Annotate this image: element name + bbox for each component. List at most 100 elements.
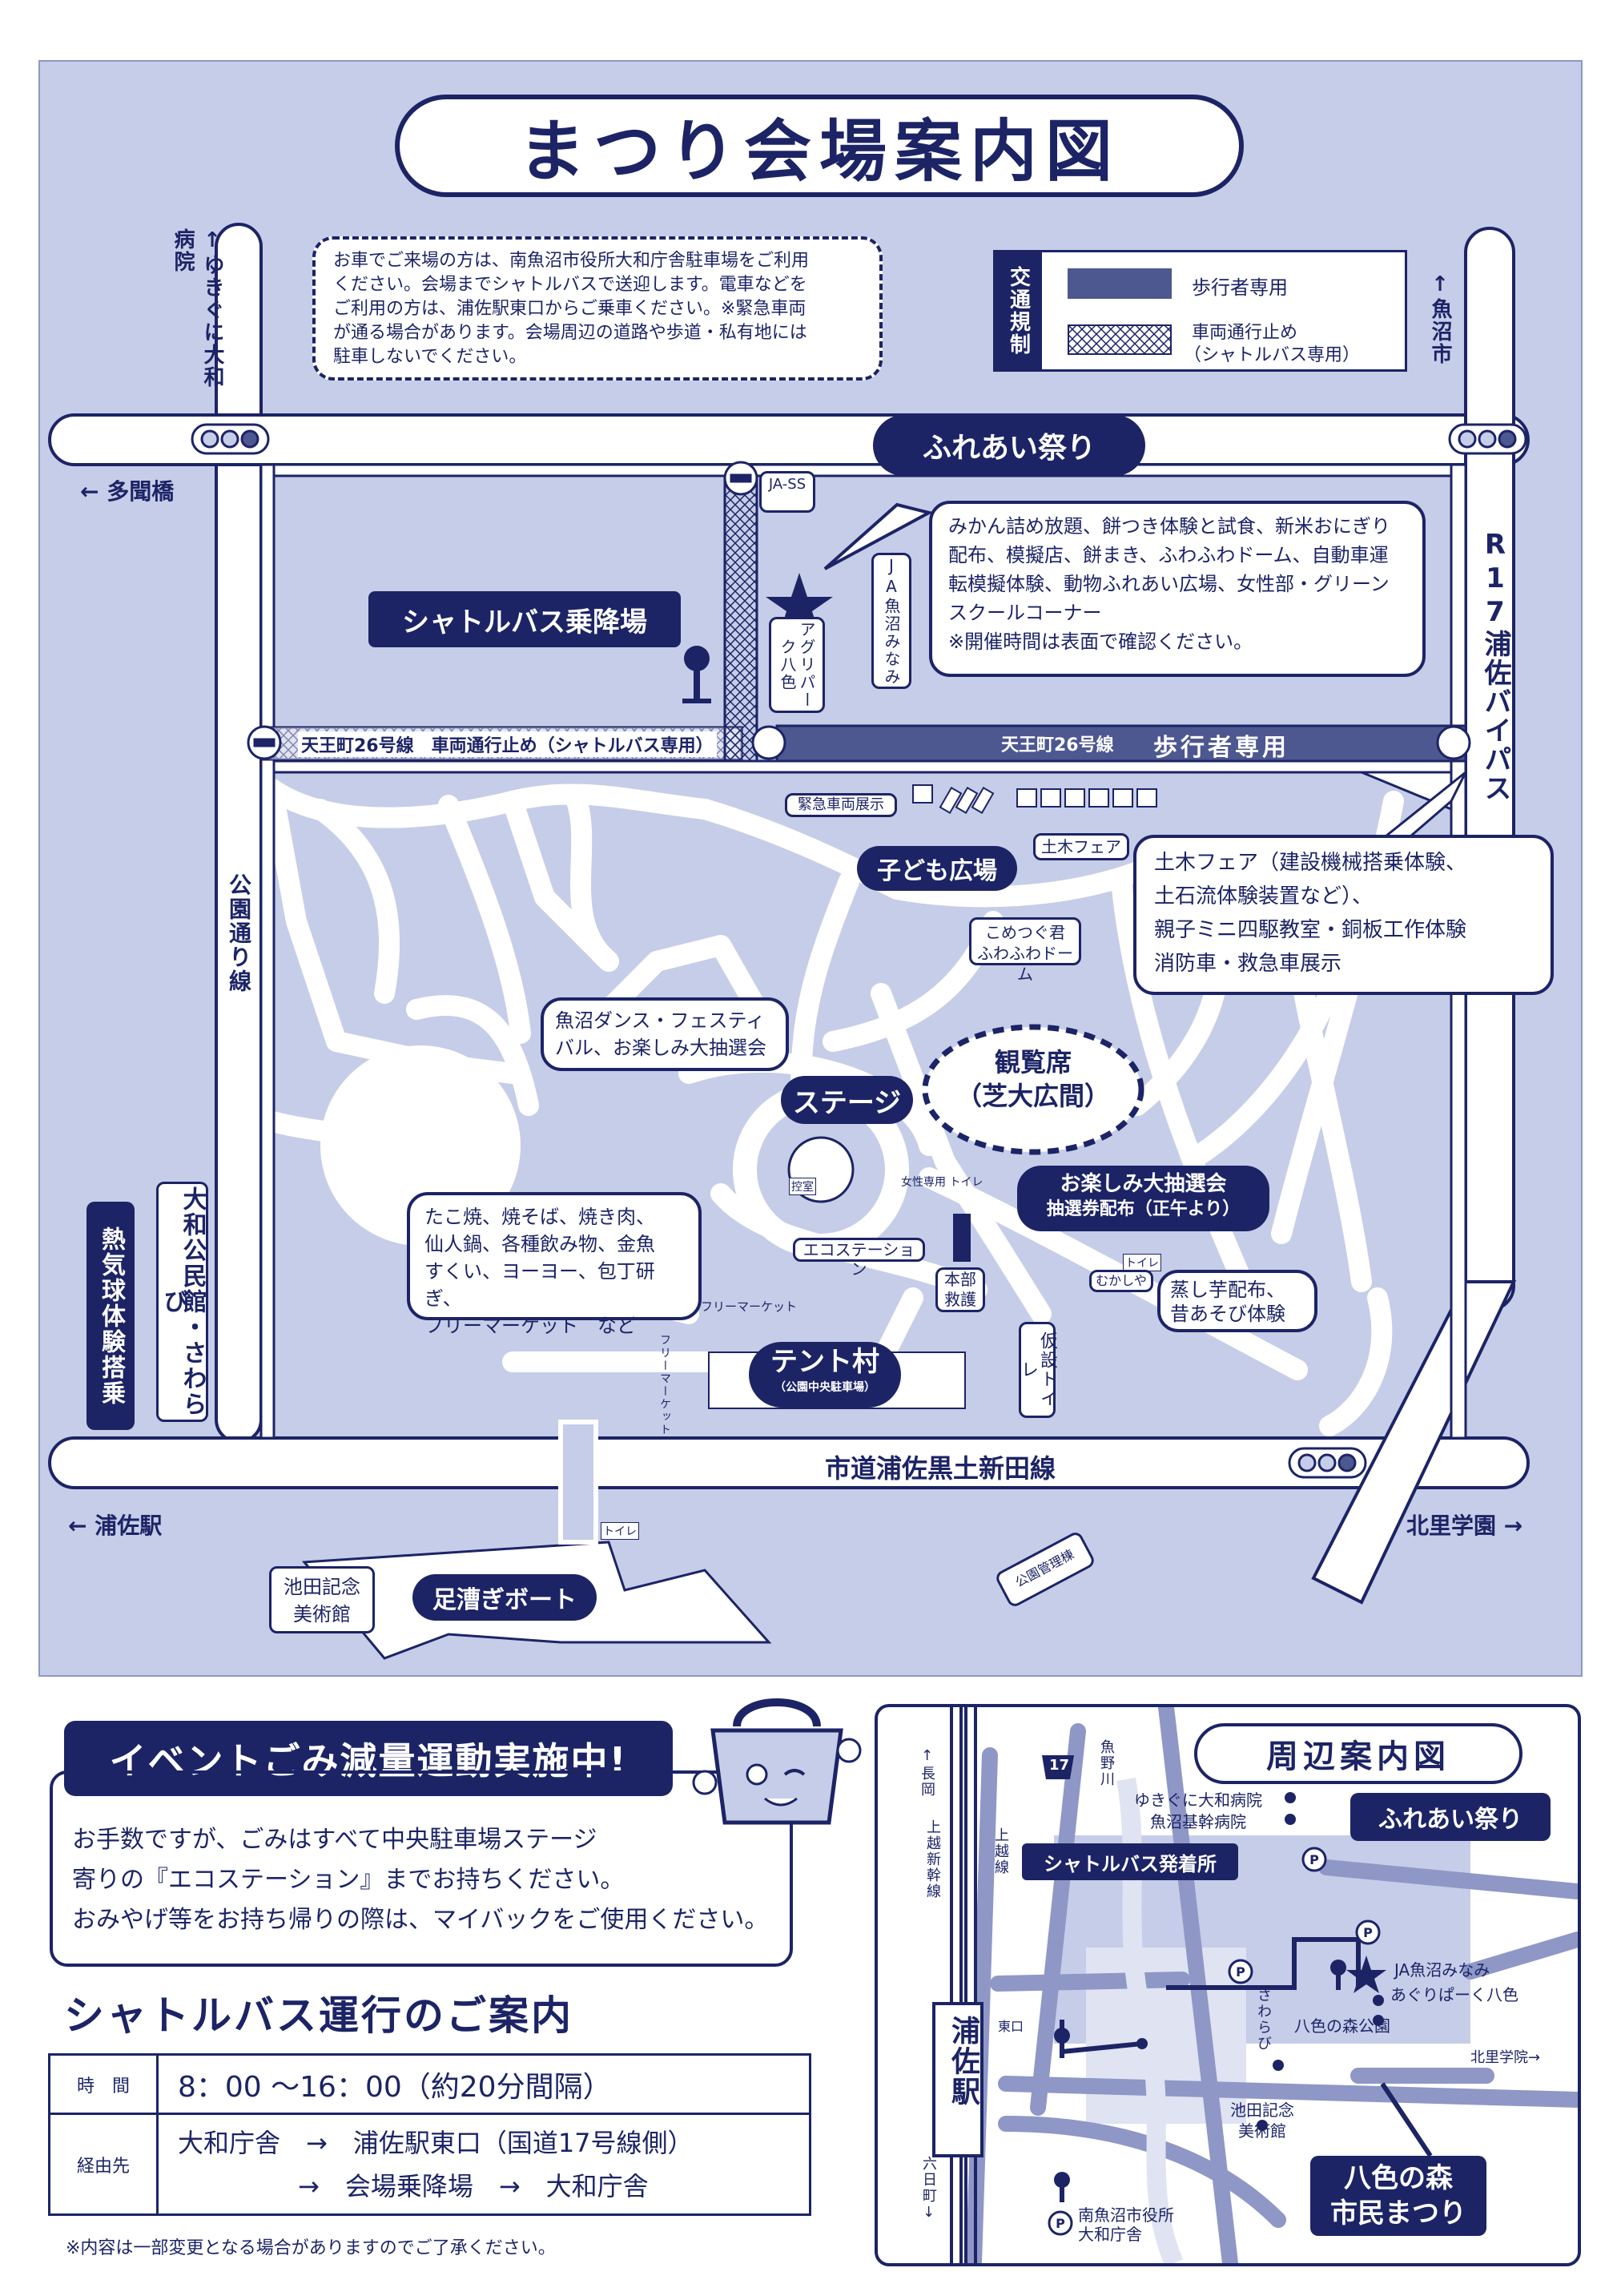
doboku-line: 土木フェア（建設機械搭乗体験、 [1154,851,1467,875]
direction-tamonbashi: ← 多聞橋 [80,478,175,505]
notice-line: 駐車しないでください。 [333,347,527,367]
parking-notice: お車でご来場の方は、南魚沼市役所大和庁舎駐車場をご利用 ください。会場までシャト… [312,236,883,381]
mukashiya-label: むかしや [1089,1270,1153,1292]
balloon-ride-label: 熱気球体験搭乗 [86,1202,135,1430]
steamed-potato-box: 蒸し芋配布、 昔あそび体験 [1157,1270,1317,1332]
tent-village-title: テント村 [770,1346,879,1378]
komezutsugu-dome: こめつぐ君 ふわふわドーム [969,917,1081,984]
map-roads [48,223,1530,1660]
area-agri: あぐりぱーく八色 [1390,1985,1518,2004]
fureai-line: スクールコーナー [948,602,1102,624]
eco-line: お手数ですが、ごみはすべて中央駐車場ステージ [72,1826,597,1854]
fureai-line: 転模擬体験、動物ふれあい広場、女性部・グリーン [948,573,1390,595]
area-ikeda-line: 美術館 [1238,2121,1286,2141]
lottery-line: 抽選券配布（正午より） [1046,1199,1241,1219]
pedestrian-road-name: 天王町26号線 [1001,735,1114,755]
ja-ss-label: JA-SS [768,476,806,493]
lottery-box: お楽しみ大抽選会 抽選券配布（正午より） [1017,1166,1269,1231]
mushi-line: 蒸し芋配布、 [1170,1279,1285,1301]
kids-plaza-label: 子ども広場 [857,846,1017,891]
direction-uonuma: ↑魚沼市 [1428,272,1452,365]
area-urasa-station: 浦佐駅 [947,2016,979,2107]
direction-yukiguni: ↑ゆきぐに大和病院 [171,228,224,389]
temp-toilet-label: 仮設トイレ [1018,1322,1057,1418]
map-title: まつり会場案内図 [395,95,1244,197]
ja-minami-building: JA魚沼みなみ [871,553,911,689]
map-title-text: まつり会場案内図 [517,111,1120,191]
honbu-line: 本部 [944,1270,976,1289]
kanran-line: 観覧席 [994,1047,1072,1078]
food-stalls-box: たこ焼、焼そば、焼き肉、 仙人鍋、各種飲み物、金魚 すくい、ヨーヨー、包丁研ぎ、… [407,1192,702,1337]
area-fureai-label: ふれあい祭り [1350,1793,1551,1841]
fureai-line: みかん詰め放題、餅つき体験と試食、新米おにぎり [948,515,1390,538]
eco-title: イベントごみ減量運動実施中! [64,1721,673,1796]
fureai-line: ※開催時間は表面で確認ください。 [948,630,1253,653]
lottery-line: お楽しみ大抽選会 [1060,1172,1227,1196]
area-yairo-fest-label: 八色の森 市民まつり [1310,2156,1486,2236]
eco-line: おみやげ等をお持ち帰りの際は、マイバックをご使用ください。 [72,1906,769,1934]
headquarters-first-aid: 本部 救護 [935,1267,985,1312]
tent-village-label: テント村 （公園中央駐車場） [749,1342,901,1408]
observation-seats: 観覧席 （芝大広間） [933,1045,1133,1113]
pedestrian-road-label: 歩行者専用 [1153,734,1289,762]
food-line: すくい、ヨーヨー、包丁研ぎ、 [424,1260,655,1310]
ikeda-line: 池田記念 [284,1576,360,1598]
toilet-label: トイレ [601,1522,639,1540]
area-yairo-park: 八色の森公園 [1294,2016,1390,2036]
svg-text:P: P [1236,1964,1245,1980]
yamato-hall-label: 大和公民館・さわらび [156,1182,208,1422]
area-sawarabi: さわらび [1255,1988,1272,2052]
stage-label: ステージ [781,1076,913,1124]
notice-line: お車でご来場の方は、南魚沼市役所大和庁舎駐車場をご利用 [333,251,810,271]
kanran-line: （芝大広間） [955,1081,1110,1111]
svg-text:P: P [1363,1925,1373,1940]
food-line: フリーマーケット など [424,1315,636,1337]
ikeda-museum: 池田記念 美術館 [269,1566,375,1633]
area-yukiguni-hosp: ゆきぐに大和病院 [1134,1790,1262,1810]
area-city-hall: 南魚沼市役所 大和庁舎 [1078,2205,1174,2244]
shuttle-schedule-table: 時 間 8：00 〜16：00（約20分間隔） 経由先 大和庁舎 → 浦佐駅東口… [48,2053,811,2216]
mascot-bag-character [692,1698,862,1825]
svg-text:P: P [1309,1852,1319,1867]
legend-closed-note: （シャトルバス専用） [1184,345,1361,365]
fureai-line: 配布、模擬店、餅まき、ふわふわドーム、自動車運 [948,544,1389,566]
legend-pedestrian-swatch [1068,268,1172,299]
fureai-description: みかん詰め放題、餅つき体験と試食、新米おにぎり 配布、模擬店、餅まき、ふわふわド… [929,501,1426,677]
area-uonuma-hosp: 魚沼基幹病院 [1150,1812,1246,1831]
eco-line: 寄りの『エコステーション』までお持ちください。 [72,1866,625,1894]
area-east-exit: 東口 [998,2019,1024,2034]
area-city-hall-line: 大和庁舎 [1078,2225,1142,2244]
direction-urasa-station: ← 浦佐駅 [68,1513,163,1539]
area-kitasato: 北里学院→ [1470,2049,1541,2066]
direction-r17: R17浦佐バイパス [1479,529,1511,803]
toilet-label: トイレ [1123,1254,1161,1271]
eco-station-label: エコステーション [793,1238,925,1279]
area-shuttle-depart-label: シャトルバス発着所 [1022,1843,1238,1880]
honbu-line: 救護 [944,1290,976,1309]
fureai-title: ふれあい祭り [873,415,1145,476]
mushi-line: 昔あそび体験 [1170,1303,1285,1325]
yairo-fest-line: 八色の森 [1344,2162,1453,2194]
doboku-line: 親子ミニ四駆教室・銅板工作体験 [1154,918,1467,942]
emergency-display-label: 緊急車両展示 [785,793,897,817]
shuttle-stop-label: シャトルバス乗降場 [368,591,681,647]
area-rokkamachi: 六日町↓ [920,2156,937,2222]
area-joetsu-shinkansen: 上越新幹線 [924,1819,941,1899]
area-ikeda-line: 池田記念 [1230,2101,1294,2120]
komezutsugu-line: こめつぐ君 [985,923,1065,942]
area-map-title: 周辺案内図 [1194,1723,1522,1784]
route-line-2: → 会場乗降場 → 大和庁舎 [298,2170,649,2201]
area-uono-river: 魚野川 [1098,1739,1115,1787]
direction-kitasato: 北里学園 → [1406,1513,1523,1539]
closed-road-label: 天王町26号線 車両通行止め（シャトルバス専用） [298,731,717,757]
food-line: たこ焼、焼そば、焼き肉、 [424,1206,655,1228]
direction-city-road: 市道浦佐黒土新田線 [825,1453,1056,1484]
dance-festival-box: 魚沼ダンス・フェスティ バル、お楽しみ大抽選会 [541,997,789,1071]
area-route17: 17 [1049,1757,1070,1774]
traffic-legend: 交通規制 歩行者専用 車両通行止め （シャトルバス専用） [993,250,1407,372]
agri-park-building: アグリパーク八色 [769,617,825,713]
legend-closed-swatch [1068,324,1172,355]
notice-line: が通る場合があります。会場周辺の道路や歩道・私有地には [333,323,807,343]
boat-label: 足漕ぎボート [412,1574,597,1621]
flea-market-vertical-label: フリーマーケット [658,1334,671,1436]
